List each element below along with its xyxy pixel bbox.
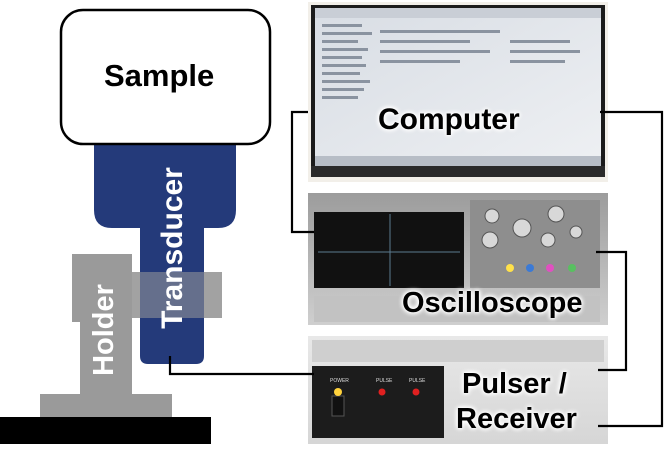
- power-led-icon: [334, 388, 342, 396]
- oscilloscope-pulser-cable: [596, 250, 628, 372]
- holder-label: Holder: [88, 284, 120, 376]
- pulser-pulse-label-2: PULSE: [409, 378, 426, 384]
- pulser-label-line2: Receiver: [456, 403, 577, 435]
- pulser-power-label: POWER: [330, 378, 349, 384]
- computer-pulser-cable: [598, 110, 664, 428]
- sample-box: [59, 8, 272, 146]
- pulse-led-2-icon: [412, 388, 420, 396]
- computer-photo: [308, 2, 608, 182]
- transducer-pulser-cable: [168, 356, 314, 376]
- oscilloscope-photo: [308, 193, 608, 325]
- computer-label: Computer: [378, 103, 520, 136]
- ground-base: [0, 417, 211, 444]
- pulser-label-line1: Pulser /: [462, 368, 567, 400]
- holder: [40, 254, 172, 417]
- cables: [168, 110, 664, 428]
- sample-label: Sample: [104, 58, 215, 93]
- transducer-label: Transducer: [156, 167, 189, 329]
- holder-clamp-front: [132, 272, 222, 318]
- oscilloscope-label: Oscilloscope: [402, 287, 583, 319]
- pulser-receiver-photo: POWER PULSE PULSE: [308, 336, 608, 444]
- pulse-led-icon: [378, 388, 386, 396]
- pulser-pulse-label: PULSE: [376, 378, 393, 384]
- computer-oscilloscope-cable: [290, 110, 314, 234]
